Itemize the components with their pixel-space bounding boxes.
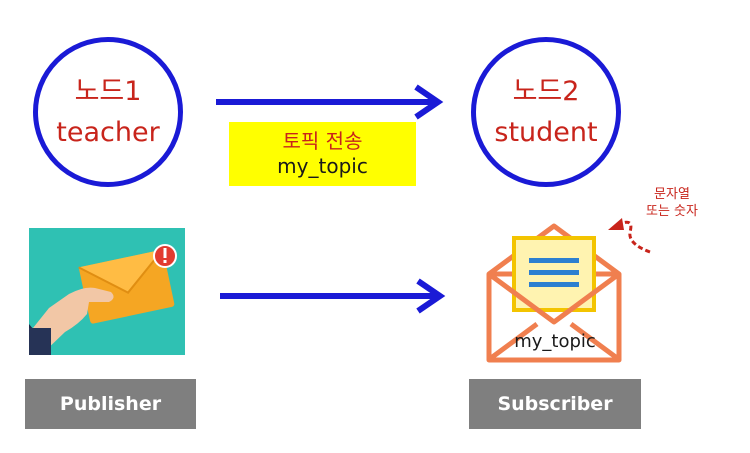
topic-name: my_topic <box>277 154 368 178</box>
note-line2: 또는 숫자 <box>646 204 698 219</box>
note-line1: 문자열 <box>654 187 690 202</box>
node2-role: student <box>494 117 598 148</box>
envelope-topic-label: my_topic <box>514 331 596 352</box>
publisher-label: Publisher <box>25 379 196 429</box>
node1-name: 노드1 <box>74 76 142 107</box>
node1-role: teacher <box>56 117 160 148</box>
topic-box: 토픽 전송 my_topic <box>229 122 416 186</box>
publisher-envelope-icon <box>29 228 185 355</box>
data-type-note: 문자열 또는 숫자 <box>646 186 698 220</box>
topic-arrow-top <box>216 84 444 120</box>
node2-name: 노드2 <box>512 76 580 107</box>
node2-circle: 노드2 student <box>471 37 621 187</box>
topic-title: 토픽 전송 <box>282 129 363 153</box>
dashed-curve-arrow <box>608 218 651 254</box>
subscriber-envelope-icon <box>486 223 622 363</box>
node1-circle: 노드1 teacher <box>33 37 183 187</box>
topic-arrow-bottom <box>220 278 446 314</box>
subscriber-label: Subscriber <box>469 379 641 429</box>
